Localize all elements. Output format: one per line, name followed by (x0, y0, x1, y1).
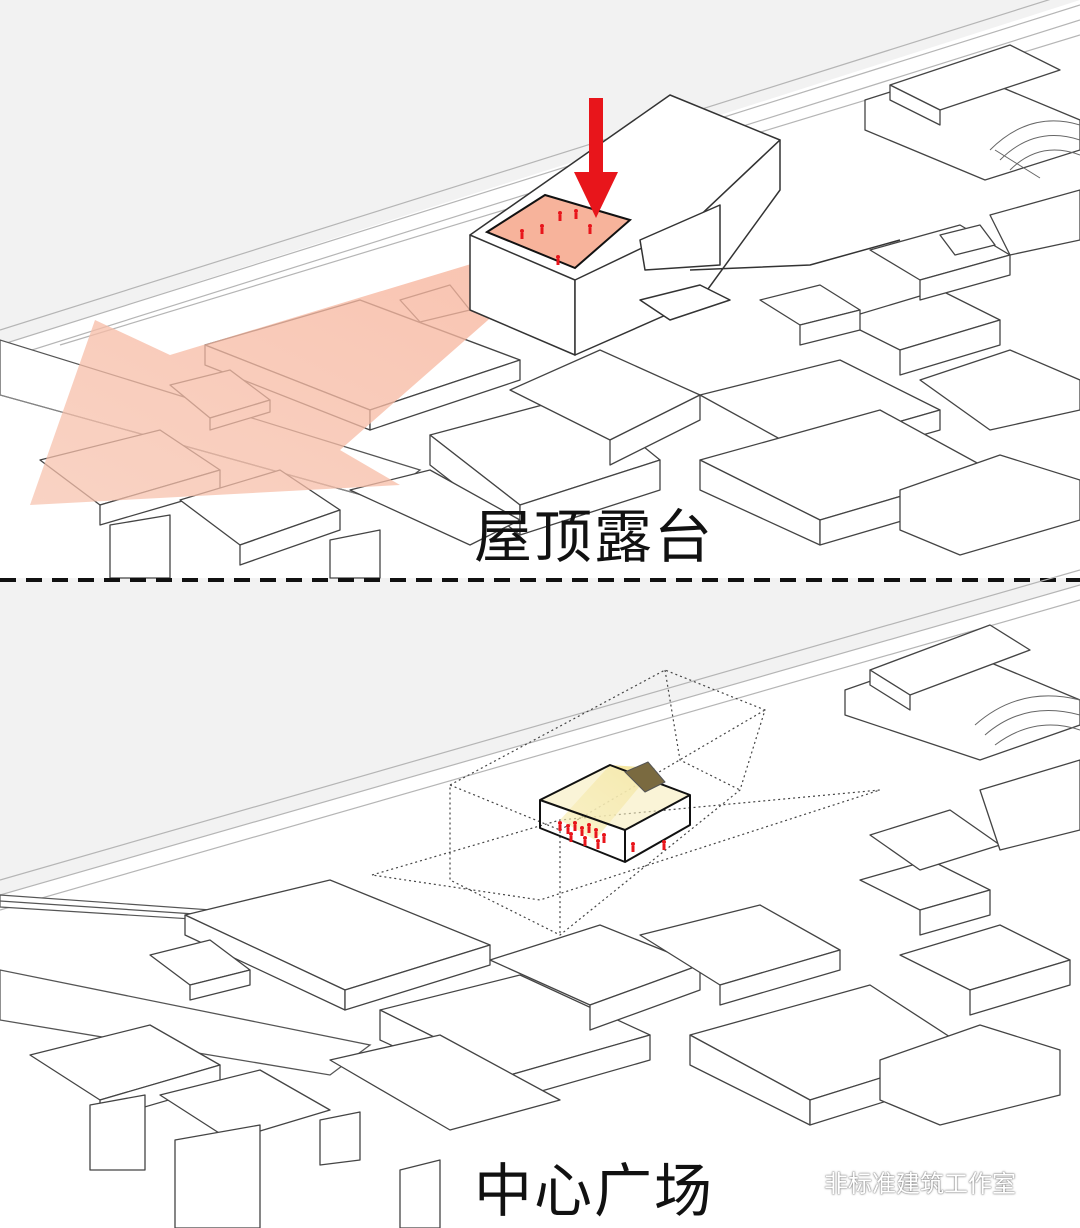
people-icons-top (520, 209, 592, 265)
caption-roof-terrace: 屋顶露台 (474, 503, 715, 571)
top-panel (0, 0, 1080, 579)
railway-lines (0, 569, 1080, 911)
people-icons-bottom (558, 821, 666, 852)
caption-central-plaza: 中心广场 (474, 1157, 715, 1225)
building-envelope-dotted (371, 669, 881, 936)
station-canopy-top (989, 120, 1080, 179)
wechat-icon (781, 1169, 814, 1193)
station-canopy-bottom (974, 695, 1080, 746)
bottom-panel (0, 569, 1080, 1228)
watermark-text: 非标准建筑工作室 (824, 1170, 1016, 1198)
watermark: 非标准建筑工作室 (780, 1164, 1016, 1199)
context-buildings-bottom (29, 624, 1080, 1228)
elevated-road (0, 969, 372, 1076)
view-cone (30, 225, 600, 505)
central-plaza (539, 761, 691, 863)
arrow-down-icon (574, 98, 618, 218)
